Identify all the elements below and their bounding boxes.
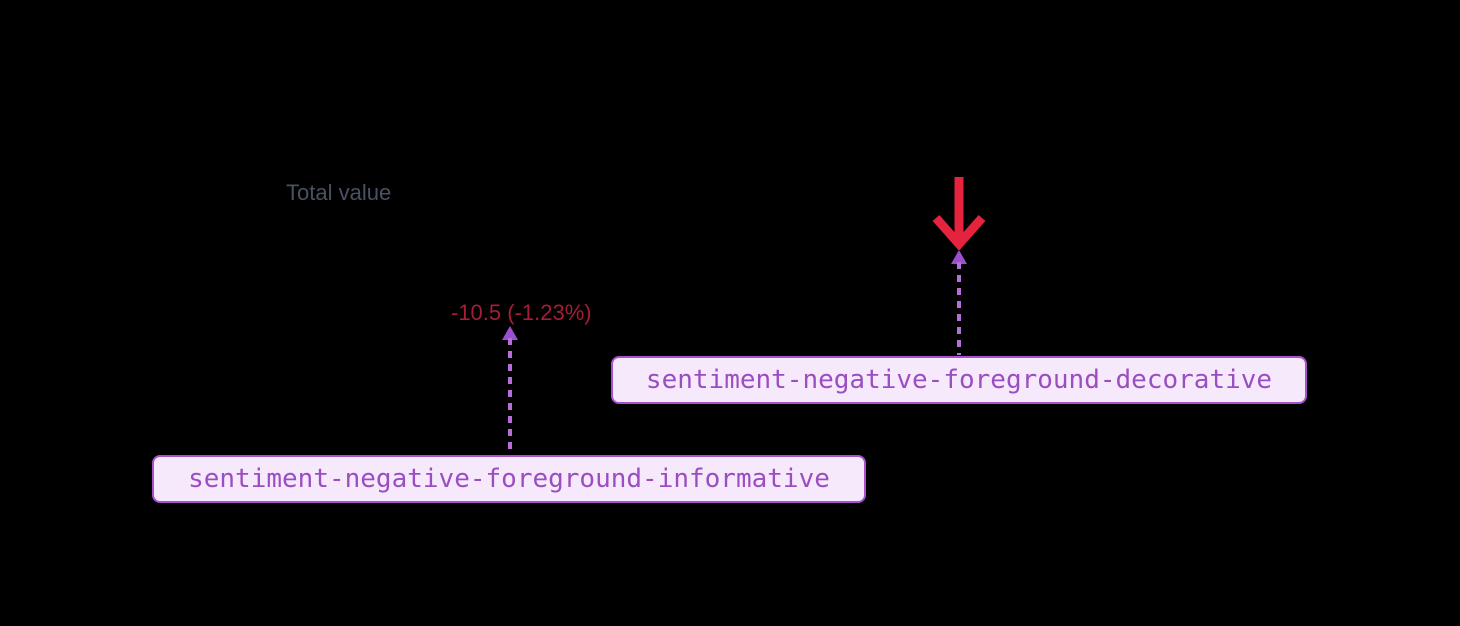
annotation-arrow-decorative bbox=[951, 250, 967, 355]
token-label-informative-text: sentiment-negative-foreground-informativ… bbox=[188, 464, 830, 494]
negative-change-value: -10.5 (-1.23%) bbox=[451, 300, 592, 325]
annotation-arrow-informative bbox=[502, 326, 518, 455]
token-label-informative: sentiment-negative-foreground-informativ… bbox=[152, 455, 866, 503]
token-label-decorative-text: sentiment-negative-foreground-decorative bbox=[645, 365, 1273, 395]
arrow-down-icon bbox=[932, 177, 986, 250]
token-label-decorative: sentiment-negative-foreground-decorative bbox=[611, 356, 1307, 404]
total-value-label: Total value bbox=[286, 180, 392, 205]
